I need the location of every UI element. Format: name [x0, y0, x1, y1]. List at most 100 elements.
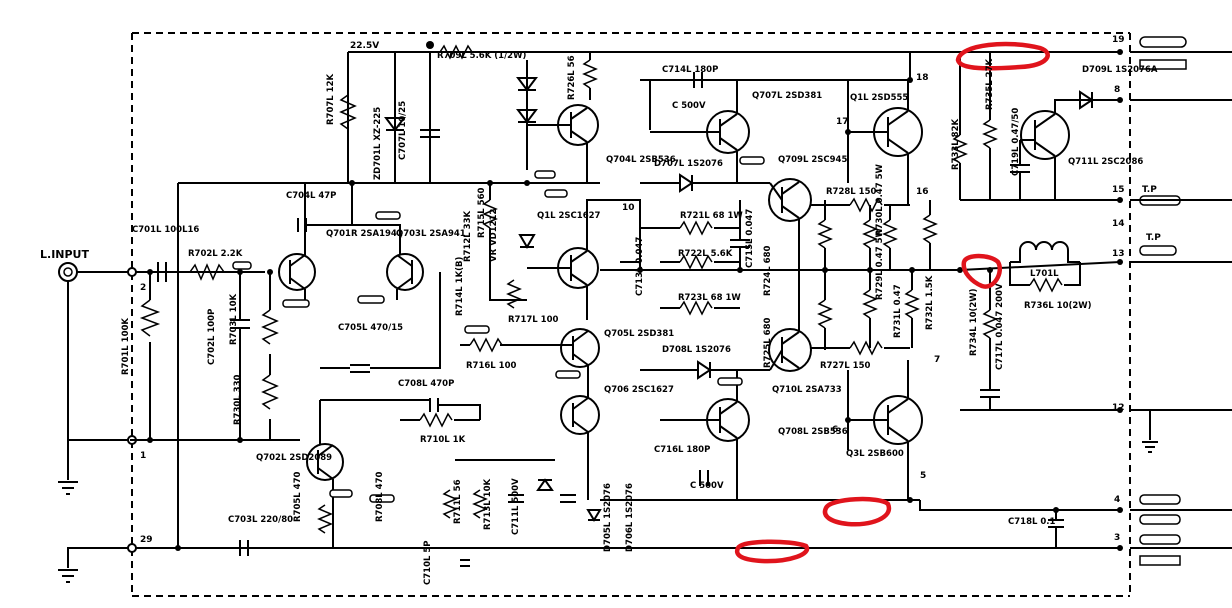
r730l-emitter-resistor — [882, 219, 898, 249]
r726l-resistor — [582, 59, 598, 89]
output-network-wire — [1009, 250, 1081, 286]
r727-r728-wire — [810, 204, 910, 349]
r705l-resistor — [317, 504, 333, 534]
r713l-resistor — [472, 489, 488, 519]
component-label: C715L 0.047 — [745, 209, 755, 268]
r716l-resistor — [469, 337, 503, 353]
input-jack-center — [63, 267, 73, 277]
q711l-symbol — [1034, 113, 1056, 157]
component-label: R707L 12K — [326, 74, 336, 125]
r711l-resistor — [442, 489, 458, 519]
component-label: Q706 2SC1627 — [604, 385, 674, 395]
red-ring-top — [955, 41, 1050, 71]
terminal-number: 2 — [140, 283, 146, 293]
q708l-symbol — [719, 401, 738, 439]
q706-symbol — [572, 397, 589, 433]
component-label: C713L 0.047 — [635, 237, 645, 296]
q701-transistor — [278, 253, 316, 291]
q1l-output-symbol — [887, 110, 909, 154]
component-label: C707L 10/25 — [398, 101, 408, 160]
waveform-test-pills — [232, 156, 765, 503]
component-label: R708L 470 — [375, 472, 385, 522]
c704l-cap — [297, 218, 307, 232]
terminal-number: 29 — [140, 535, 153, 545]
component-label: Q704L 2SB536 — [606, 155, 676, 165]
component-label: C708L 470P — [398, 379, 454, 389]
q710l-transistor — [768, 328, 812, 372]
component-label: R730L 330 — [233, 375, 243, 425]
component-label: C716L 180P — [654, 445, 710, 455]
q703-transistor — [386, 253, 424, 291]
terminal-number: 10 — [622, 203, 635, 213]
r707l-resistor — [339, 94, 357, 130]
component-label: R731L 0.47 — [893, 284, 903, 338]
r723l-resistor — [679, 300, 713, 316]
r709l-resistor — [439, 44, 473, 60]
component-label: L701L — [1030, 269, 1059, 279]
component-label: R717L 100 — [508, 315, 558, 325]
component-label: C 500V — [690, 481, 724, 491]
component-label: C703L 220/80 — [228, 515, 293, 525]
component-label: C719L 0.47/50 — [1011, 108, 1021, 176]
r703l-resistor — [261, 309, 279, 345]
component-label: R723L 68 1W — [678, 293, 741, 303]
diff-to-bias-wire — [304, 183, 353, 225]
ground-symbol-right — [1142, 441, 1158, 453]
r735l-resistor — [982, 119, 998, 149]
component-label: R712L 33K — [463, 211, 473, 262]
c710l-cap — [460, 559, 470, 567]
terminal-2 — [127, 267, 137, 277]
component-label: C705L 470/15 — [338, 323, 403, 333]
component-label: R727L 150 — [820, 361, 870, 371]
q709-q710-wire — [769, 182, 800, 371]
input-jack[interactable] — [58, 262, 78, 282]
q3l-output-symbol — [887, 398, 909, 442]
junction-dots — [147, 49, 1123, 551]
component-label: Q701R 2SA1941 — [326, 229, 403, 239]
protection-wire — [959, 52, 1080, 200]
r724l-resistor — [817, 219, 833, 249]
component-label: R702L 2.2K — [188, 249, 243, 259]
component-label: C711L 500V — [511, 478, 521, 535]
c705l-wire — [320, 272, 441, 369]
q710l-symbol — [781, 331, 800, 369]
r733l-resistor — [952, 134, 968, 164]
d702l-diode — [518, 234, 536, 249]
component-label: R725L 680 — [763, 318, 773, 368]
component-label: R729L 0.47 5W — [875, 227, 885, 300]
d707l-diode — [679, 173, 694, 193]
ground-symbol-bottom — [58, 569, 78, 583]
ground-symbol-left — [58, 481, 78, 495]
terminal-29 — [127, 543, 137, 553]
q704-wire — [527, 124, 588, 183]
component-label: R711L 56 — [453, 479, 463, 524]
q711l-transistor — [1020, 110, 1070, 160]
l701l-inductor — [1019, 241, 1069, 251]
component-label: VR VD1212 — [489, 209, 499, 262]
lower-rail-wire — [919, 500, 1120, 511]
q703-symbol — [396, 254, 413, 290]
terminal-number: 13 — [1112, 249, 1125, 259]
red-annotations — [734, 41, 1050, 564]
r734l-resistor — [982, 309, 998, 339]
terminal-number: 4 — [1114, 495, 1120, 505]
component-label: D707L 1S2076 — [654, 159, 723, 169]
component-label: R724L 680 — [763, 246, 773, 296]
component-label: R730L 0.47 5W — [875, 163, 885, 236]
vr-resistor — [506, 279, 522, 309]
component-label: R709L 5.6K (1/2W) — [437, 51, 526, 61]
c707l-cap — [420, 129, 440, 138]
red-ring-output — [961, 253, 1002, 289]
component-label: C704L 47P — [286, 191, 336, 201]
d705l-diode — [586, 509, 602, 522]
component-label: R701L 100K — [121, 318, 131, 375]
q705l-transistor — [560, 328, 600, 368]
component-label: Q702L 2SD2089 — [256, 453, 332, 463]
component-label: C717L 0.047 200V — [995, 283, 1005, 370]
terminal-number: 14 — [1112, 219, 1125, 229]
q707l-symbol — [719, 113, 738, 151]
r702l-resistor — [189, 263, 225, 281]
q709l-transistor — [768, 178, 812, 222]
